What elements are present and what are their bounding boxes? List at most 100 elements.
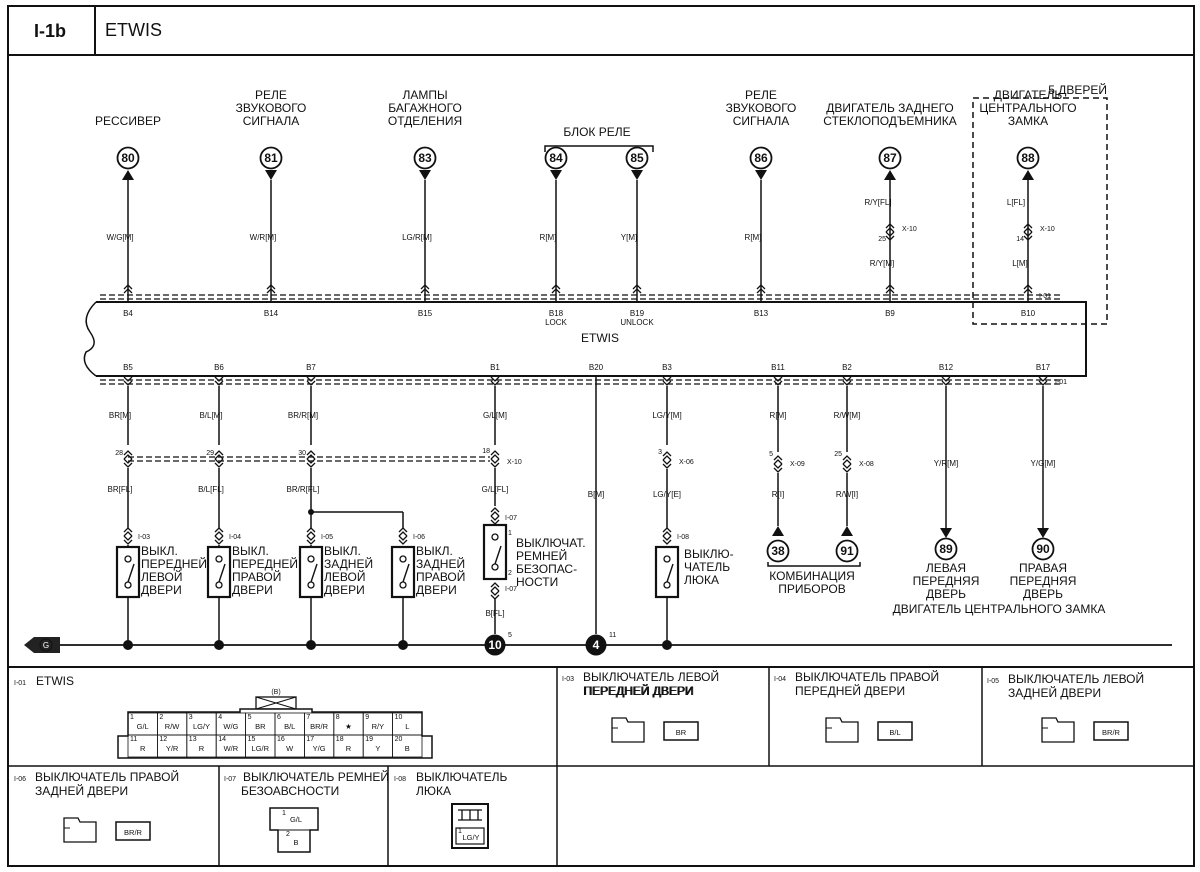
bot-b12-circle-num: 89 (939, 542, 953, 556)
top-central-label-line-0: ДВИГАТЕЛЬ (994, 88, 1063, 102)
legend-i03-title-1b: ПЕРЕДНЕЙ ДВЕРИ (584, 683, 694, 698)
bot-b7b-gnd-dot (398, 640, 408, 650)
bot-b2-wire-label: R/W[M] (834, 411, 861, 420)
bot-b6-switch-c1 (215, 555, 223, 563)
bot-b6-switch-blade (218, 563, 226, 583)
top-unlock-pin-sub: UNLOCK (620, 318, 654, 327)
top-rcv-circle-num: 80 (121, 151, 135, 165)
top-horn2-label-line-0: РЕЛЕ (745, 88, 777, 102)
top-central-arrow (1022, 170, 1034, 180)
legend-i01-pin-r2-1: 12 (159, 736, 167, 743)
top-rear_win-pin: B9 (885, 309, 895, 318)
bot-b6-label-line-0: ВЫКЛ. (232, 544, 269, 558)
top-horn2-label-line-2: СИГНАЛА (733, 114, 790, 128)
bot-b6-wire-label: B/L[M] (199, 411, 222, 420)
bot-b3-label-line-2: ЛЮКА (684, 573, 719, 587)
top-horn2-circle-num: 86 (754, 151, 768, 165)
legend-i03-conn-color: BR (676, 728, 687, 737)
top-horn1-label-line-0: РЕЛЕ (255, 88, 287, 102)
legend-i08-title-1: ЛЮКА (416, 784, 451, 798)
legend-i01-cell-r2-9 (392, 734, 423, 758)
top-horn2-wire-label: R[M] (745, 233, 762, 242)
legend-i01-pin-r1-5: 6 (277, 714, 281, 721)
bot-b12-chev-top (941, 376, 951, 386)
relay-block-label: БЛОК РЕЛЕ (563, 125, 630, 139)
legend-i01-color-r2-4: LG/R (252, 744, 270, 753)
bot-b5-conn-chev (123, 450, 133, 460)
bot-b1-wire-low-label: G/L[FL] (482, 485, 509, 494)
bot-b5-label-line-2: ЛЕВОЙ (141, 569, 182, 584)
bot-b11-arrow (772, 526, 784, 536)
legend-i08-pin: 1 (458, 828, 462, 835)
bot-b5-pin: B5 (123, 363, 133, 372)
top-rear_win-conn-pin: 25 (878, 236, 886, 243)
bot-b12-label-line-0: ЛЕВАЯ (926, 561, 966, 575)
bot-b3-pin: B3 (662, 363, 672, 372)
top-horn1-wire-label: W/R[M] (250, 233, 277, 242)
bot-b6-chev-top (214, 376, 224, 386)
bot-b1-gnd-pin: 5 (508, 632, 512, 639)
bot-b7-ref: I-05 (321, 534, 333, 541)
legend-i01-color-r1-2: LG/Y (193, 722, 210, 731)
legend-i01-pin-r2-9: 20 (395, 736, 403, 743)
legend-i06-title-1: ЗАДНЕЙ ДВЕРИ (35, 783, 128, 798)
top-unlock-circle-num: 85 (630, 151, 644, 165)
top-unlock-circle (625, 146, 649, 170)
top-central-wire-top: L[FL] (1007, 198, 1025, 207)
bot-b17-chev-top (1038, 376, 1048, 386)
top-rear_win-label-line-0: ДВИГАТЕЛЬ ЗАДНЕГО (826, 101, 954, 115)
legend-i06-title-0: ВЫКЛЮЧАТЕЛЬ ПРАВОЙ (35, 769, 179, 784)
bot-b11-conn-chev-2 (773, 463, 783, 473)
bot-b1-gnd-num: 10 (488, 638, 502, 652)
top-central-circle-num: 88 (1021, 151, 1035, 165)
legend-i01-color-r1-3: W/G (223, 722, 238, 731)
top-lock-wire-label: R[M] (540, 233, 557, 242)
legend-i01-color-r2-8: Y (375, 744, 380, 753)
bot-b1-sw-pin2: 2 (508, 570, 512, 577)
five-door-box (972, 97, 1108, 325)
legend-i01-color-r1-6: BR/R (310, 722, 329, 731)
top-horn1-pin: B14 (264, 309, 279, 318)
top-rear_win-conn-chev (885, 223, 895, 233)
top-trunk-chevron (420, 284, 430, 294)
bot-b17-arrow (1037, 528, 1049, 538)
bot-b1-label-line-2: БЕЗОПАС- (516, 562, 577, 576)
legend-i03-code: I-03 (562, 676, 574, 683)
top-unlock-arrow (631, 170, 643, 180)
bot-b12-arrow (940, 528, 952, 538)
legend-i01-pin-r1-4: 5 (248, 714, 252, 721)
bot-b7-sw-chev (306, 527, 316, 537)
cluster-label-line-1: ПРИБОРОВ (778, 582, 845, 596)
bot-b20-gnd-num: 4 (593, 638, 600, 652)
bot-b7b-ref: I-06 (413, 534, 425, 541)
bot-b6-switch-box (206, 545, 232, 599)
top-lock-pin: B18 (549, 309, 564, 318)
legend-i01-latch-x2 (255, 696, 297, 710)
bot-b3-sw-chev (662, 527, 672, 537)
bot-b1-ref: I-07 (505, 515, 517, 522)
top-trunk-circle (413, 146, 437, 170)
bot-b1-pin: B1 (490, 363, 500, 372)
bot-b7-label-line-0: ВЫКЛ. (324, 544, 361, 558)
bot-b1-conn: X-10 (507, 459, 522, 466)
bot-b1-switch-blade (494, 545, 502, 565)
bot-b11-conn-chev (773, 455, 783, 465)
bot-b1-conn-chev (490, 450, 500, 460)
bot-b6-pin: B6 (214, 363, 224, 372)
top-rear_win-circle (878, 146, 902, 170)
bot-b7-label-line-2: ЛЕВОЙ (324, 569, 365, 584)
etwis-unit-break (83, 301, 97, 377)
bot-b3-label-line-0: ВЫКЛЮ- (684, 547, 734, 561)
top-horn2-circle (749, 146, 773, 170)
bot-b7b-label-line-1: ЗАДНЕЙ (416, 556, 465, 571)
top-rcv-circle (116, 146, 140, 170)
diagram-title: ETWIS (105, 20, 162, 40)
bot-b7-switch-blade (310, 563, 318, 583)
legend-i07-pin2: 2 (286, 831, 290, 838)
top-rcv-chevron (123, 284, 133, 294)
bot-b3-switch-c1 (663, 555, 671, 563)
bot-b2-wire-low-label: R/W[I] (836, 490, 858, 499)
bot-b3-conn: X-06 (679, 459, 694, 466)
bot-b6-switch-c2 (215, 581, 223, 589)
top-central-label-line-1: ЦЕНТРАЛЬНОГО (979, 101, 1076, 115)
